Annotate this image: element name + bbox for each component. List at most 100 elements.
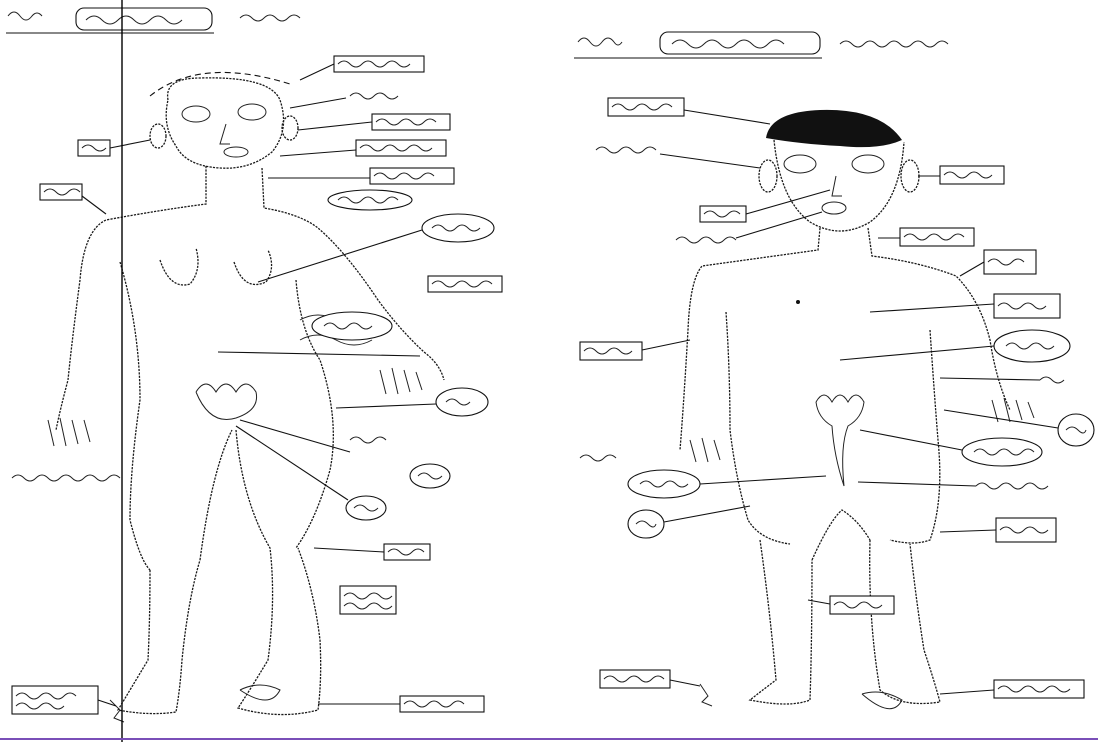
label-oval (422, 214, 494, 242)
leader-line (280, 150, 356, 156)
label-box (372, 114, 450, 130)
label-box (600, 670, 670, 688)
leader-line (960, 262, 984, 276)
label-oval (436, 388, 488, 416)
left-body-outline (56, 166, 206, 430)
label-box (900, 228, 974, 246)
leader-line (940, 530, 996, 532)
label-oval (628, 510, 664, 538)
header-scribble (578, 38, 622, 46)
label-box (384, 544, 430, 560)
left-hand (48, 418, 90, 446)
leader-line (670, 680, 700, 686)
label-scribble (580, 455, 616, 461)
left-nose (220, 124, 230, 144)
leader-line (336, 404, 436, 408)
leader-line (258, 230, 422, 282)
left-leg-outline (236, 430, 321, 715)
leader-line (642, 340, 690, 350)
label-box (370, 168, 454, 184)
label-oval (994, 330, 1070, 362)
leader-line (940, 378, 1040, 380)
left-drawing (6, 8, 502, 722)
right-mouth (822, 202, 846, 214)
label-box (996, 518, 1056, 542)
label-box (334, 56, 424, 72)
leader-line (736, 212, 822, 238)
pubic-scribble (196, 384, 257, 420)
right-foot (862, 692, 902, 709)
label-box (400, 696, 484, 712)
label-box (40, 184, 82, 200)
leader-line (290, 98, 346, 108)
right-leg-outline (750, 540, 812, 704)
leader-line (858, 482, 976, 486)
left-mouth (224, 147, 248, 157)
left-leg-outline (200, 430, 232, 560)
hair-band (150, 72, 290, 96)
label-box (994, 680, 1084, 698)
right-eye (784, 155, 816, 173)
right-header (574, 32, 948, 58)
label-scribble (976, 483, 1048, 489)
right-label-group (580, 98, 1094, 698)
left-eye (238, 104, 266, 120)
label-oval (1058, 414, 1094, 446)
label-box (830, 596, 894, 614)
right-head-outline (774, 140, 904, 231)
right-hand (380, 368, 422, 394)
label-oval (328, 190, 412, 210)
leader-line (870, 304, 994, 312)
header-scribble (8, 12, 42, 20)
left-eye (182, 106, 210, 122)
left-leg-outline (118, 560, 200, 714)
label-box (994, 294, 1060, 318)
left-ear (282, 116, 298, 140)
label-scribble (350, 93, 398, 99)
left-ear (150, 124, 166, 148)
right-body-outline (680, 228, 820, 450)
label-scribble (1040, 377, 1064, 383)
label-box (12, 686, 98, 714)
leader-line (300, 64, 334, 80)
left-chest (160, 248, 198, 285)
header-scribble (840, 41, 948, 47)
right-nose (832, 176, 842, 196)
label-box (428, 276, 502, 292)
leader-line (298, 122, 372, 130)
label-box (940, 166, 1004, 184)
label-box (356, 140, 446, 156)
label-box (700, 206, 746, 222)
header-scribble (672, 40, 784, 48)
header-bracket (660, 32, 820, 54)
label-scribble (676, 237, 736, 243)
leader-line (110, 140, 150, 148)
label-scribble (350, 437, 386, 443)
leader-line (840, 346, 994, 360)
label-box (340, 586, 396, 614)
left-hand (690, 438, 720, 462)
right-hair (766, 110, 902, 147)
label-box (984, 250, 1036, 274)
leader-line (700, 476, 826, 484)
leader-line (940, 690, 994, 694)
right-ear (759, 160, 777, 192)
left-head-outline (166, 78, 283, 168)
label-box (580, 342, 642, 360)
right-drawing (574, 32, 1094, 709)
right-leg-outline (812, 510, 870, 560)
right-eye (852, 155, 884, 173)
navel (796, 300, 800, 304)
right-body-outline (890, 330, 940, 543)
left-foot (700, 684, 712, 706)
leader-line (82, 196, 106, 214)
left-header (6, 8, 300, 33)
left-body-outline (120, 262, 150, 570)
label-scribble (12, 475, 120, 481)
leader-line (314, 548, 384, 552)
left-hair (150, 72, 290, 96)
leader-line (218, 352, 420, 356)
leader-line (944, 410, 1058, 428)
